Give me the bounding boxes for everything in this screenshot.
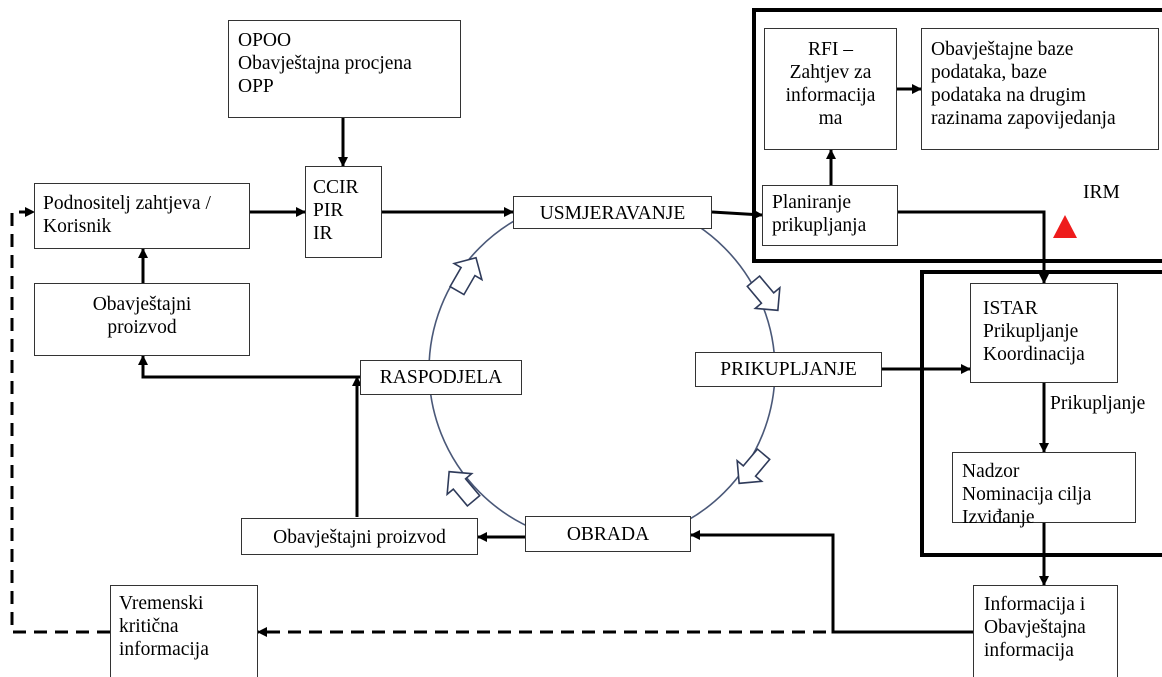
prikupljanje-label: PRIKUPLJANJE: [720, 359, 857, 380]
nadzor-line-3: Izviđanje: [962, 507, 1035, 528]
requirements-line-3: IR: [313, 223, 333, 244]
time-critical-line-1: Vremenski: [119, 593, 204, 614]
rfi-line-3: informacija: [785, 85, 876, 106]
time-critical-line-2: kritična: [119, 616, 179, 637]
time-critical-line-3: informacija: [119, 639, 209, 660]
istar-frame: [920, 270, 1162, 557]
planning-line-1: Planiranje: [772, 192, 852, 213]
arrow-raspodjela-to-product: [138, 355, 360, 379]
nadzor-line-2: Nominacija cilja: [962, 484, 1092, 505]
planning-box: Planiranje prikupljanja: [762, 185, 898, 246]
obrada-box: OBRADA: [525, 516, 691, 552]
sources-line-2: Obavještajna procjena: [238, 53, 412, 74]
istar-box: ISTAR Prikupljanje Koordinacija: [970, 283, 1118, 383]
databases-line-3: podataka na drugim: [931, 85, 1086, 106]
arrow-info-to-obrada: [690, 530, 973, 634]
rfi-box: RFI – Zahtjev za informacija ma: [764, 28, 897, 150]
databases-line-2: podataka, baze: [931, 62, 1047, 83]
usmjeravanje-label: USMJERAVANJE: [539, 203, 686, 224]
arrow-usmjeravanje-to-planning: [711, 209, 763, 220]
planning-line-2: prikupljanja: [772, 215, 867, 236]
requester-line-1: Podnositelj zahtjeva /: [43, 193, 211, 214]
product-bottom-label: Obavještajni proizvod: [273, 527, 446, 548]
prikupljanje-edge-label: Prikupljanje: [1050, 393, 1146, 414]
product-left-line-2: proizvod: [107, 317, 177, 338]
product-bottom-box: Obavještajni proizvod: [241, 518, 478, 555]
raspodjela-box: RASPODJELA: [360, 360, 522, 395]
cycle-arrow-top-left: [448, 256, 484, 296]
info-line-2: Obavještajna: [984, 617, 1086, 638]
databases-line-1: Obavještajne baze: [931, 39, 1074, 60]
product-left-box: Obavještajni proizvod: [34, 283, 250, 356]
cycle-arrow-bottom-right: [736, 447, 771, 485]
requirements-box: CCIR PIR IR: [305, 166, 382, 258]
databases-box: Obavještajne baze podataka, baze podatak…: [921, 28, 1159, 150]
prikupljanje-box: PRIKUPLJANJE: [695, 352, 882, 387]
info-box: Informacija i Obavještajna informacija: [973, 585, 1118, 677]
sources-line-3: OPP: [238, 76, 274, 97]
databases-line-4: razinama zapovijedanja: [931, 108, 1116, 129]
info-line-3: informacija: [984, 640, 1074, 661]
nadzor-line-1: Nadzor: [962, 461, 1020, 482]
irm-label: IRM: [1083, 182, 1120, 203]
istar-line-3: Koordinacija: [983, 344, 1085, 365]
istar-line-2: Prikupljanje: [983, 321, 1079, 342]
istar-line-1: ISTAR: [983, 298, 1038, 319]
requirements-line-2: PIR: [313, 200, 344, 221]
sources-box: OPOO Obavještajna procjena OPP: [228, 20, 461, 118]
sources-line-1: OPOO: [238, 30, 292, 51]
cycle-arrow-top-right: [746, 274, 781, 312]
obrada-label: OBRADA: [566, 524, 650, 545]
requester-box: Podnositelj zahtjeva / Korisnik: [34, 183, 250, 249]
irm-frame: [752, 8, 1162, 263]
raspodjela-label: RASPODJELA: [379, 367, 503, 388]
nadzor-box: Nadzor Nominacija cilja Izviđanje: [952, 452, 1136, 528]
rfi-line-4: ma: [818, 108, 843, 129]
info-line-1: Informacija i: [984, 594, 1086, 615]
requester-line-2: Korisnik: [43, 216, 112, 237]
warning-triangle-irm: [1053, 215, 1077, 238]
usmjeravanje-box: USMJERAVANJE: [513, 196, 712, 229]
cycle-arrow-bottom-left: [446, 470, 481, 508]
time-critical-box: Vremenski kritična informacija: [110, 585, 258, 677]
arrow-planning-to-istar: [898, 210, 1049, 284]
dashed-time-critical-to-requester: [10, 207, 110, 634]
rfi-line-1: RFI –: [808, 39, 853, 60]
rfi-line-2: Zahtjev za: [789, 62, 872, 83]
product-left-line-1: Obavještajni: [92, 294, 192, 315]
requirements-line-1: CCIR: [313, 177, 359, 198]
